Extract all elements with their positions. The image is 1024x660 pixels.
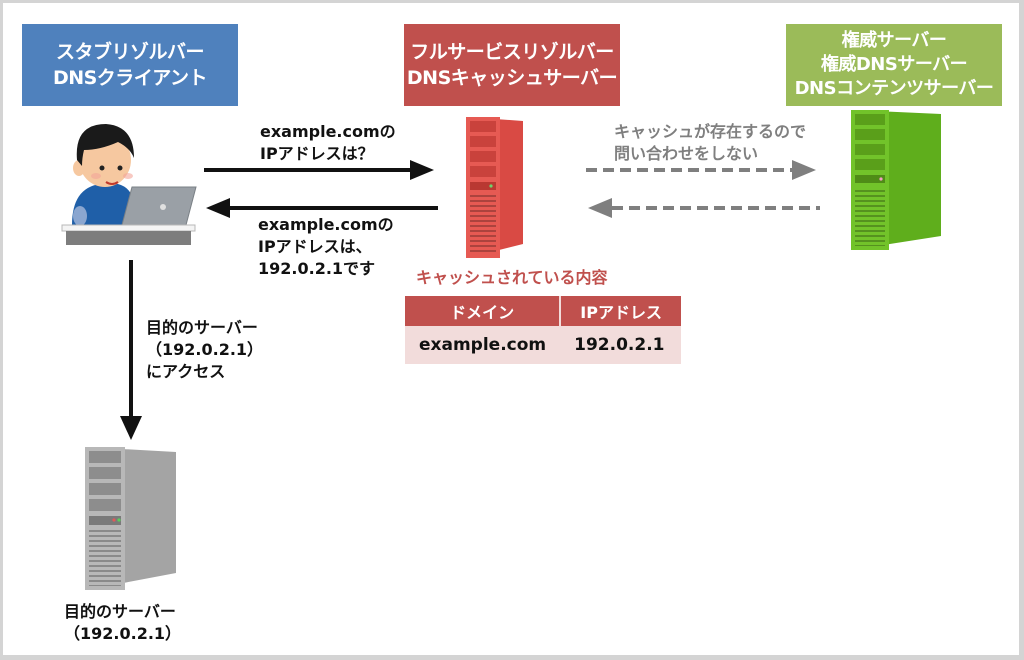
no-query-label-line-1: キャッシュが存在するので [614,122,807,141]
no-query-label: キャッシュが存在するので 問い合わせをしない [614,121,806,165]
full-resolver-line-1: フルサービスリゾルバー [410,41,614,63]
no-query-label-line-2: 問い合わせをしない [614,144,759,163]
gray-server-tower-icon [85,447,176,590]
cache-header-domain: ドメイン [405,296,562,326]
stub-resolver-label: スタブリゾルバー DNSクライアント [22,24,238,106]
cache-table: ドメイン IPアドレス example.com 192.0.2.1 [405,296,682,364]
cache-header-row: ドメイン IPアドレス [405,296,682,326]
cache-title: キャッシュされている内容 [416,268,608,287]
cache-cell-ip: 192.0.2.1 [560,326,682,364]
query-label: example.comの IPアドレスは？ [260,121,396,165]
query-label-line-2: IPアドレスは？ [260,144,374,163]
access-arrow [120,260,142,440]
response-label: example.comの IPアドレスは、 192.0.2.1です [258,214,394,280]
access-label-line-2: （192.0.2.1） [146,340,264,359]
query-arrow [204,160,434,180]
no-query-arrow [586,160,816,180]
access-label-line-3: にアクセス [146,362,226,381]
no-response-arrow [588,198,820,218]
response-label-line-1: example.comの [258,215,394,234]
response-label-line-2: IPアドレスは、 [258,237,372,256]
authoritative-line-1: 権威サーバー [841,30,947,51]
authoritative-line-2: 権威DNSサーバー [820,54,968,75]
cache-cell-domain: example.com [405,326,561,364]
access-label-line-1: 目的のサーバー [146,318,258,337]
person-with-laptop-icon [61,124,197,245]
target-server-label: 目的のサーバー （192.0.2.1） [64,601,181,645]
stub-resolver-line-2: DNSクライアント [52,67,208,89]
access-label: 目的のサーバー （192.0.2.1） にアクセス [146,317,263,383]
authoritative-line-3: DNSコンテンツサーバー [794,78,994,99]
full-resolver-label: フルサービスリゾルバー DNSキャッシュサーバー [404,24,620,106]
table-row: example.com 192.0.2.1 [405,326,682,364]
red-server-tower-icon [466,117,523,258]
full-resolver-line-2: DNSキャッシュサーバー [406,67,618,89]
stub-resolver-line-1: スタブリゾルバー [55,41,205,63]
authoritative-server-label: 権威サーバー 権威DNSサーバー DNSコンテンツサーバー [786,24,1002,106]
response-arrow [206,198,438,218]
green-server-tower-icon [851,110,941,250]
response-label-line-3: 192.0.2.1です [258,259,376,278]
target-server-line-1: 目的のサーバー [64,602,176,621]
query-label-line-1: example.comの [260,122,396,141]
target-server-line-2: （192.0.2.1） [64,624,182,643]
cache-header-ip: IPアドレス [560,296,682,326]
